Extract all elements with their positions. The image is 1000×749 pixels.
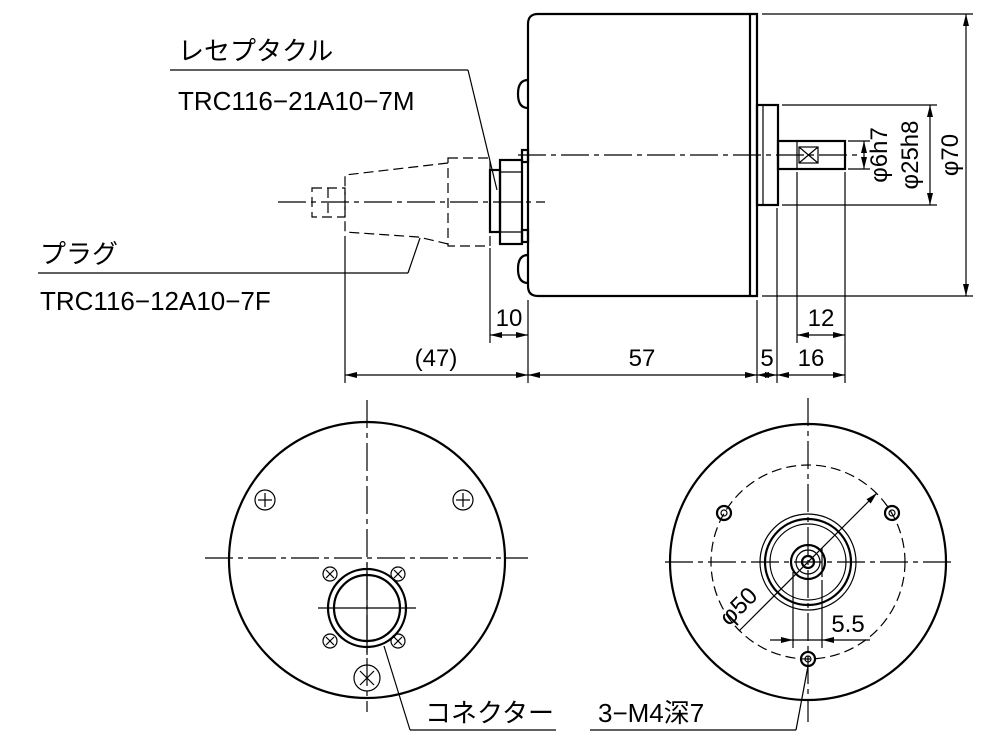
connector-screw-icon	[390, 566, 406, 582]
shaft-center-circle	[800, 554, 816, 570]
plug-taper	[344, 162, 449, 245]
boss-inner-circle	[769, 523, 847, 601]
dim-bolt-circle: φ50	[714, 582, 763, 631]
shaft-outer-circle	[789, 543, 827, 581]
plug-leader	[407, 237, 421, 274]
plug-label: プラグ	[40, 239, 118, 269]
boss-outer-circle	[759, 513, 857, 611]
side-view: レセプタクル TRC116−21A10−7M プラグ TRC116−12A10−…	[38, 12, 973, 383]
shaft-mid-circle	[795, 549, 821, 575]
receptacle-tab-top	[520, 148, 530, 164]
rear-view: コネクター	[205, 400, 556, 731]
connector-screw-icon	[322, 566, 338, 582]
screw-icon	[452, 489, 474, 511]
mount-hole-icon	[883, 504, 901, 522]
boss-circle	[763, 517, 853, 607]
dim-line-bolt-circle	[738, 492, 878, 632]
connector-screw-icon	[390, 633, 406, 649]
plug-part-number: TRC116−12A10−7F	[40, 286, 271, 316]
dim-shaft-length: 16	[798, 345, 825, 372]
shaft-flat-hatch-2	[798, 146, 819, 164]
mount-hole-label: 3−M4深7	[598, 698, 704, 728]
screw-icon	[353, 664, 381, 692]
connector-label: コネクター	[425, 698, 554, 728]
dim-plug-length: (47)	[415, 345, 458, 372]
mount-hole-icon	[715, 504, 733, 522]
mount-hole-leader	[795, 665, 809, 731]
dim-body-diameter: φ70	[937, 134, 964, 176]
receptacle-part-number: TRC116−21A10−7M	[178, 86, 415, 116]
screw-icon	[254, 489, 276, 511]
dim-body-length: 57	[629, 345, 656, 372]
plug-body	[447, 157, 491, 247]
dim-shaft-diameter: φ6h7	[866, 127, 893, 183]
front-view: φ50 5.5 3−M4深7	[590, 398, 955, 731]
connector-screw-icon	[322, 633, 338, 649]
dim-flat-depth: 5.5	[831, 611, 864, 638]
receptacle-leader	[467, 69, 498, 191]
dim-boss-length: 5	[760, 345, 773, 372]
body-lug-bottom	[516, 253, 529, 285]
receptacle-label: レセプタクル	[178, 36, 333, 66]
encoder-body-side	[526, 12, 759, 298]
bolt-circle	[710, 464, 906, 660]
dim-boss-diameter: φ25h8	[897, 121, 924, 190]
receptacle-tab-bottom	[520, 228, 530, 244]
dim-receptacle-depth: 10	[496, 305, 523, 332]
body-lug-top	[516, 78, 529, 110]
dim-flat-length: 12	[808, 305, 835, 332]
connector-leader	[383, 645, 411, 731]
